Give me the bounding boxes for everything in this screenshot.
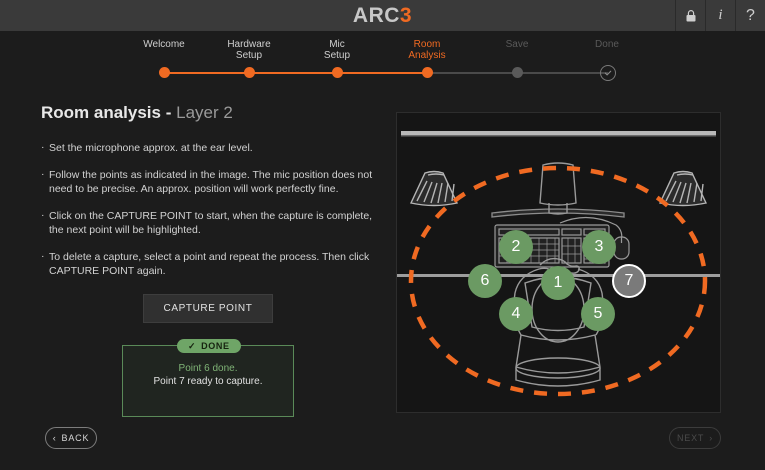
- status-box: [122, 345, 294, 417]
- left-speaker: [409, 170, 459, 207]
- measurement-point-1[interactable]: 1: [541, 266, 575, 300]
- ceiling-bar-shadow: [401, 135, 716, 137]
- step-mic-setup-label-line2: Setup: [323, 50, 351, 61]
- step-room-analysis-label-line1: Room: [413, 39, 441, 50]
- page-title-main: Room analysis -: [41, 103, 172, 122]
- capture-point-button[interactable]: CAPTURE POINT: [143, 294, 273, 323]
- step-save[interactable]: Save: [462, 39, 572, 50]
- measurement-point-label: 6: [480, 272, 490, 289]
- step-done[interactable]: Done: [552, 39, 662, 50]
- chevron-left-icon: ‹: [52, 433, 57, 443]
- app-logo: ARC3: [353, 4, 412, 28]
- status-badge: ✓ DONE: [177, 339, 241, 353]
- help-icon[interactable]: ?: [735, 0, 765, 31]
- step-welcome-label: Welcome: [143, 39, 185, 50]
- step-hardware-setup-label-line2: Setup: [235, 50, 263, 61]
- room-diagram-svg: [397, 131, 720, 397]
- measurement-point-3[interactable]: 3: [582, 230, 616, 264]
- instruction-bullet: Follow the points as indicated in the im…: [41, 167, 381, 196]
- check-icon: ✓: [188, 340, 197, 351]
- measurement-point-6[interactable]: 6: [468, 264, 502, 298]
- info-icon[interactable]: i: [705, 0, 735, 31]
- page-title: Room analysis - Layer 2: [41, 103, 381, 123]
- next-button[interactable]: NEXT ›: [669, 427, 721, 449]
- next-button-label: NEXT: [676, 433, 705, 443]
- help-glyph: ?: [746, 6, 755, 24]
- step-room-analysis-label-line2: Analysis: [408, 50, 446, 61]
- step-mic-setup[interactable]: Mic Setup: [282, 39, 392, 61]
- title-bar-actions: i ?: [675, 0, 765, 31]
- measurement-point-label: 1: [553, 274, 563, 291]
- stepper-track-fill: [164, 72, 427, 74]
- logo-accent: 3: [399, 3, 413, 27]
- step-hardware-setup[interactable]: Hardware Setup: [194, 39, 304, 61]
- step-welcome[interactable]: Welcome: [109, 39, 219, 50]
- page-title-layer: Layer 2: [176, 103, 233, 122]
- instruction-bullet: Set the microphone approx. at the ear le…: [41, 140, 381, 155]
- step-done-label: Done: [595, 39, 619, 50]
- status-message-primary: Point 6 done.: [178, 363, 238, 374]
- measurement-point-label: 7: [624, 272, 634, 289]
- measurement-point-label: 2: [511, 238, 521, 255]
- step-room-analysis[interactable]: Room Analysis: [372, 39, 482, 61]
- measurement-point-label: 5: [593, 305, 603, 322]
- room-diagram-panel[interactable]: 1 2 3 4 5 6 7: [396, 112, 721, 413]
- step-dot-done-check-icon[interactable]: [600, 65, 616, 81]
- logo-text: ARC: [352, 3, 400, 27]
- measurement-point-5[interactable]: 5: [581, 297, 615, 331]
- lock-icon[interactable]: [675, 0, 705, 31]
- measurement-point-4[interactable]: 4: [499, 297, 533, 331]
- info-glyph: i: [718, 7, 723, 23]
- step-dot-welcome[interactable]: [158, 67, 170, 78]
- sweet-spot-ellipse: [408, 165, 708, 397]
- right-speaker: [658, 170, 708, 207]
- desk-top: [491, 208, 625, 218]
- mouse: [559, 216, 630, 260]
- step-save-label: Save: [505, 39, 529, 50]
- wizard-stepper: Welcome Hardware Setup Mic Setup Room An…: [0, 31, 765, 93]
- step-dot-hardware-setup[interactable]: [243, 67, 255, 78]
- measurement-point-label: 4: [511, 305, 521, 322]
- status-badge-label: DONE: [201, 341, 230, 351]
- monitor: [539, 162, 577, 215]
- lock-glyph: [686, 9, 695, 21]
- check-glyph: [604, 70, 612, 76]
- step-dot-save[interactable]: [511, 67, 523, 78]
- stepper-track: [164, 72, 608, 74]
- step-dot-room-analysis[interactable]: [421, 67, 433, 78]
- step-hardware-setup-label-line1: Hardware: [227, 39, 271, 50]
- measurement-point-label: 3: [594, 238, 604, 255]
- step-mic-setup-label-line1: Mic: [329, 39, 345, 50]
- step-dot-mic-setup[interactable]: [331, 67, 343, 78]
- measurement-point-2[interactable]: 2: [499, 230, 533, 264]
- instructions-panel: Room analysis - Layer 2 Set the micropho…: [41, 103, 381, 291]
- instruction-bullet: To delete a capture, select a point and …: [41, 249, 381, 278]
- status-message-secondary: Point 7 ready to capture.: [153, 376, 263, 387]
- chevron-right-icon: ›: [709, 433, 713, 443]
- back-button-label: BACK: [61, 433, 90, 443]
- title-bar: ARC3 i ?: [0, 0, 765, 31]
- instruction-bullet: Click on the CAPTURE POINT to start, whe…: [41, 208, 381, 237]
- ceiling-bar: [401, 131, 716, 135]
- measurement-point-7[interactable]: 7: [612, 264, 646, 298]
- back-button[interactable]: ‹ BACK: [45, 427, 97, 449]
